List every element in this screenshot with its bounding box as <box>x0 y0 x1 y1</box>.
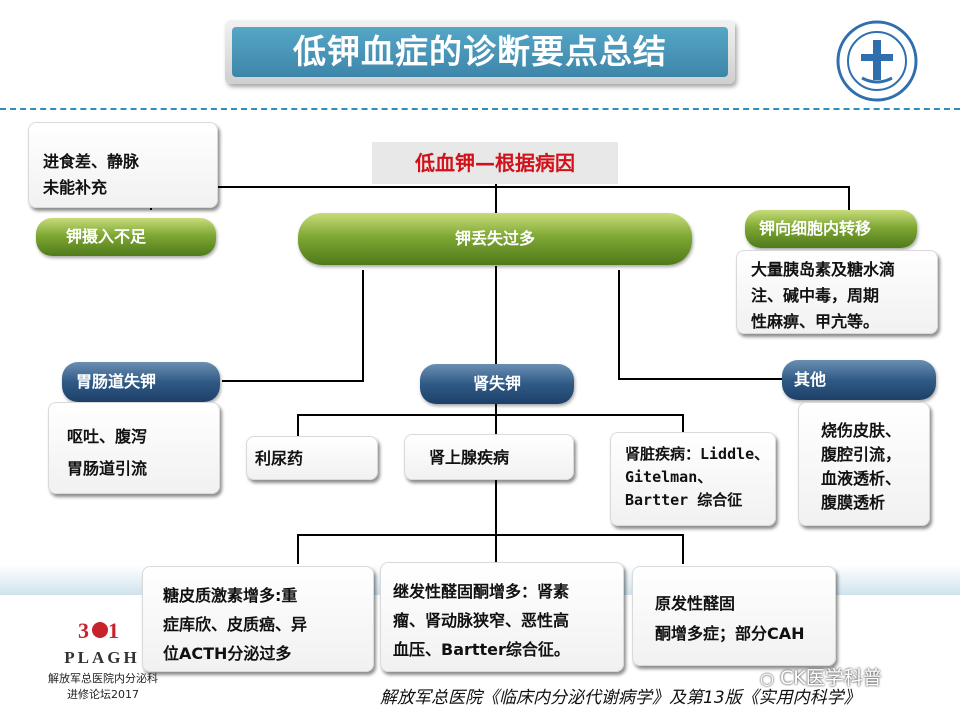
cortisol-text: 糖皮质激素增多:重 症库欣、皮质癌、异 位ACTH分泌过多 <box>163 586 308 663</box>
adrenal-text: 肾上腺疾病 <box>429 448 510 467</box>
renal-category: 肾失钾 <box>420 364 574 404</box>
shift-desc-box: 大量胰岛素及糖水滴 注、碱中毒，周期 性麻痹、甲亢等。 <box>736 250 938 334</box>
connector <box>495 266 497 364</box>
watermark: ○ CK医学科普 <box>760 663 940 689</box>
svg-text:1: 1 <box>108 618 119 642</box>
separator-top <box>0 108 960 110</box>
connector <box>297 534 299 564</box>
wechat-icon: ○ <box>760 669 774 688</box>
intake-category-label: 钾摄入不足 <box>66 227 147 246</box>
connector <box>495 480 497 536</box>
kidney-desc-text: 肾脏疾病：Liddle、 Gitelman、 Bartter 综合征 <box>625 445 770 509</box>
primary-text: 原发性醛固 酮增多症；部分CAH <box>655 594 805 643</box>
connector <box>222 380 364 382</box>
connector <box>682 414 684 434</box>
connector <box>362 270 364 380</box>
connector <box>495 404 497 416</box>
gi-desc-text: 呕吐、腹泻 胃肠道引流 <box>67 427 148 478</box>
secondary-text: 继发性醛固酮增多：肾素 瘤、肾动脉狭窄、恶性高 血压、Bartter综合征。 <box>393 582 570 659</box>
connector <box>618 378 786 380</box>
center-label: 低血钾—根据病因 <box>372 142 618 184</box>
cortisol-box: 糖皮质激素增多:重 症库欣、皮质癌、异 位ACTH分泌过多 <box>142 566 374 672</box>
connector <box>848 186 850 210</box>
connector <box>150 186 850 188</box>
org-line-2: 进修论坛2017 <box>67 688 139 701</box>
footer-reference: 解放军总医院《临床内分泌代谢病学》及第13版《实用内科学》 <box>380 688 861 708</box>
intake-desc-text: 进食差、静脉 未能补充 <box>43 152 140 197</box>
gi-category: 胃肠道失钾 <box>62 362 220 402</box>
connector <box>297 534 684 536</box>
connector <box>618 270 620 380</box>
connector <box>297 414 684 416</box>
gi-category-label: 胃肠道失钾 <box>76 372 157 391</box>
plagh-wordmark: PLAGH <box>64 648 140 667</box>
loss-category: 钾丢失过多 <box>298 213 692 265</box>
shift-desc-text: 大量胰岛素及糖水滴 注、碱中毒，周期 性麻痹、甲亢等。 <box>751 260 896 331</box>
connector <box>495 414 497 434</box>
adrenal-box: 肾上腺疾病 <box>404 434 574 480</box>
shift-category-label: 钾向细胞内转移 <box>759 219 872 238</box>
intake-category: 钾摄入不足 <box>36 218 216 256</box>
connector <box>495 534 497 562</box>
intake-desc-box: 进食差、静脉 未能补充 <box>28 122 218 208</box>
loss-category-label: 钾丢失过多 <box>454 229 535 248</box>
other-category-label: 其他 <box>794 370 827 389</box>
primary-box: 原发性醛固 酮增多症；部分CAH <box>632 566 836 666</box>
kidney-desc-box: 肾脏疾病：Liddle、 Gitelman、 Bartter 综合征 <box>610 432 776 526</box>
secondary-box: 继发性醛固酮增多：肾素 瘤、肾动脉狭窄、恶性高 血压、Bartter综合征。 <box>380 562 624 672</box>
other-category: 其他 <box>782 360 936 400</box>
diuretic-text: 利尿药 <box>255 449 304 468</box>
renal-category-label: 肾失钾 <box>472 374 521 393</box>
org-line-1: 解放军总医院内分泌科 <box>48 672 158 685</box>
watermark-text: CK医学科普 <box>780 667 882 689</box>
connector <box>495 184 497 214</box>
plagh-emblem: 3 1 <box>78 618 120 643</box>
connector <box>297 414 299 436</box>
svg-text:3: 3 <box>78 618 89 642</box>
hospital-logo <box>836 20 918 102</box>
gi-desc-box: 呕吐、腹泻 胃肠道引流 <box>48 402 220 494</box>
connector <box>682 534 684 564</box>
other-desc-text: 烧伤皮肤、 腹腔引流， 血液透析、 腹膜透析 <box>821 421 902 512</box>
shift-category: 钾向细胞内转移 <box>745 210 917 248</box>
diuretic-box: 利尿药 <box>246 436 378 480</box>
page-title: 低钾血症的诊断要点总结 <box>232 27 728 77</box>
other-desc-box: 烧伤皮肤、 腹腔引流， 血液透析、 腹膜透析 <box>798 402 930 526</box>
